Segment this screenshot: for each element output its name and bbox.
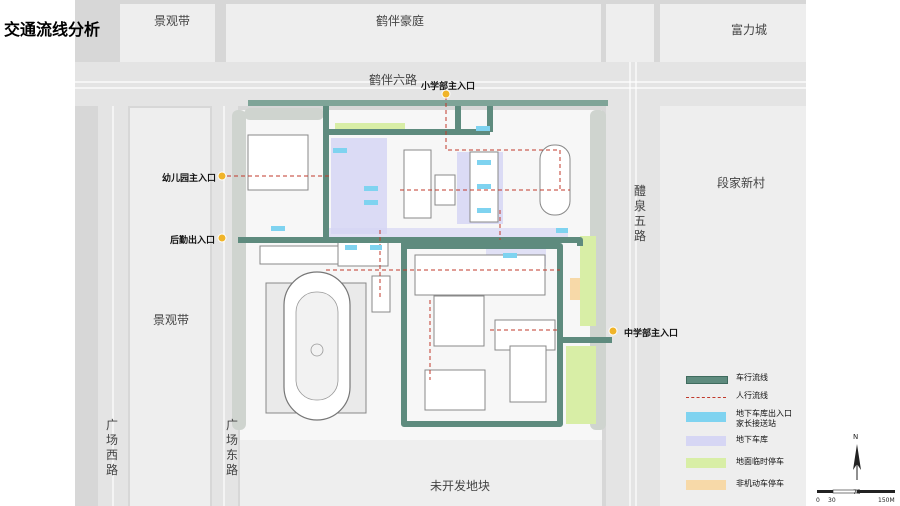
pedestrian-flow: [220, 96, 570, 380]
scale-tick-75: 75: [853, 489, 861, 496]
legend-label: 车行流线: [736, 373, 768, 382]
page-title: 交通流线分析: [4, 20, 101, 39]
north-label: N: [853, 433, 859, 441]
legend-label: 地下车库出入口 家长接送站: [736, 409, 792, 428]
primary-main-entry-label: 小学部主入口: [421, 82, 476, 92]
legend-item-garage-entry: 地下车库出入口 家长接送站: [686, 409, 806, 430]
legend-item-pedestrian: 人行流线: [686, 390, 806, 404]
surface-parking-top: [335, 123, 405, 131]
tree-belts: [232, 108, 606, 430]
heban-garden-label: 鹤伴豪庭: [376, 14, 425, 28]
north-arrow-icon: [853, 444, 861, 480]
garage-swatch: [686, 436, 726, 446]
surface-parking-swatch: [686, 458, 726, 468]
heban-road: [75, 62, 806, 106]
bike-parking: [570, 278, 580, 300]
legend-item-surface-parking: 地面临时停车: [686, 456, 806, 470]
undeveloped-label: 未开发地块: [430, 479, 491, 493]
duanjia-village-label: 段家新村: [717, 176, 766, 190]
garage-entries: [271, 126, 568, 258]
liquan-road-label: 醴泉五路: [633, 184, 646, 243]
guangchang-west-road-label: 广场西路: [105, 418, 118, 477]
landscape-left-label: 景观带: [153, 313, 190, 327]
liquan-road: [606, 62, 660, 506]
vehicle-flow-north-edge: [248, 100, 608, 106]
kindergarten-building: [247, 134, 309, 191]
lane-lines: [75, 62, 806, 506]
block-top-right-small: [606, 4, 654, 62]
scale-tick-30: 30: [828, 497, 836, 504]
block-heban-garden: [226, 4, 601, 62]
soccer-field: [295, 291, 339, 401]
entry-dots: [217, 89, 618, 336]
center-circle: [310, 343, 324, 357]
scale-tick-0: 0: [816, 497, 820, 504]
legend-item-bike-parking: 非机动车停车: [686, 478, 806, 492]
legend-label: 地下车库: [736, 435, 768, 444]
garage-entry-swatch: [686, 412, 726, 422]
block-undeveloped: [240, 440, 602, 506]
legend-label: 非机动车停车: [736, 479, 784, 488]
surface-parking-southeast: [566, 346, 596, 424]
block-landscape-top: [120, 4, 215, 62]
block-duanjia: [660, 106, 806, 506]
bike-parking-swatch: [686, 480, 726, 490]
scale-bar: [817, 489, 895, 494]
pedestrian-swatch: [686, 397, 726, 398]
block-fuli-city: [660, 4, 806, 62]
garage-corridor: [328, 228, 568, 238]
middle-school-entry-label: 中学部主入口: [624, 329, 679, 339]
logistics-entry-label: 后勤出入口: [170, 236, 216, 246]
guangchang-east-road-label: 广场东路: [225, 418, 238, 477]
surface-parking-east: [580, 236, 596, 326]
heban-road-label: 鹤伴六路: [369, 73, 418, 87]
legend-label: 人行流线: [736, 391, 768, 400]
fuli-city-label: 富力城: [731, 23, 768, 37]
legend-item-vehicle: 车行流线: [686, 372, 806, 386]
block-landscape-left: [130, 108, 210, 506]
landscape-top-label: 景观带: [154, 14, 191, 28]
vehicle-swatch: [686, 376, 728, 384]
scale-tick-150m: 150M: [878, 497, 895, 504]
legend-item-garage: 地下车库: [686, 434, 806, 448]
kindergarten-entry-label: 幼儿园主入口: [162, 174, 217, 184]
legend-label: 地面临时停车: [736, 457, 784, 466]
